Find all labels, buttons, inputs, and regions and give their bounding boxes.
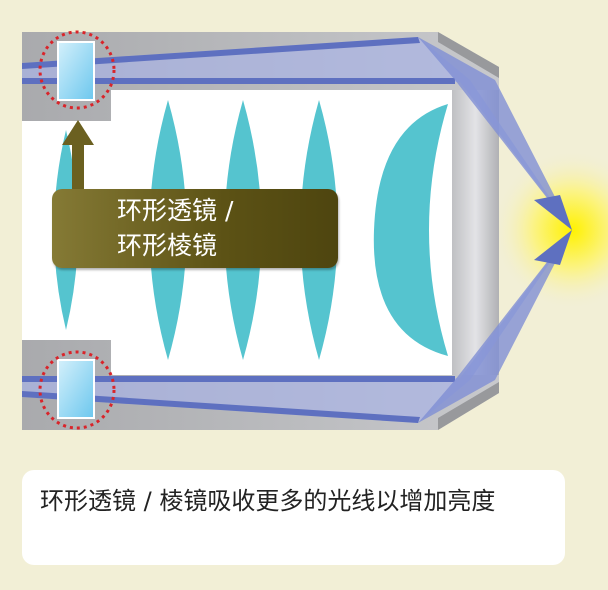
- light-beam-bottom: [22, 230, 572, 423]
- ring-prism-bottom: [57, 359, 95, 419]
- housing-inner-side: [452, 90, 499, 375]
- label-line-1: 环形透镜 /: [117, 196, 234, 225]
- ring-prism-top: [57, 41, 95, 101]
- caption-text: 环形透镜 / 棱镜吸收更多的光线以增加亮度: [40, 487, 496, 515]
- ring-lens-label: 环形透镜 / 环形棱镜: [52, 189, 338, 268]
- caption-box: 环形透镜 / 棱镜吸收更多的光线以增加亮度: [22, 470, 565, 565]
- meniscus-lens: [373, 104, 448, 356]
- highlight-circle-top: [38, 30, 116, 110]
- highlight-circle-bottom: [38, 350, 116, 430]
- arrow-up-icon: [62, 120, 94, 192]
- light-beam-top: [22, 37, 572, 230]
- label-line-2: 环形棱镜: [117, 231, 218, 260]
- light-glow: [487, 145, 608, 315]
